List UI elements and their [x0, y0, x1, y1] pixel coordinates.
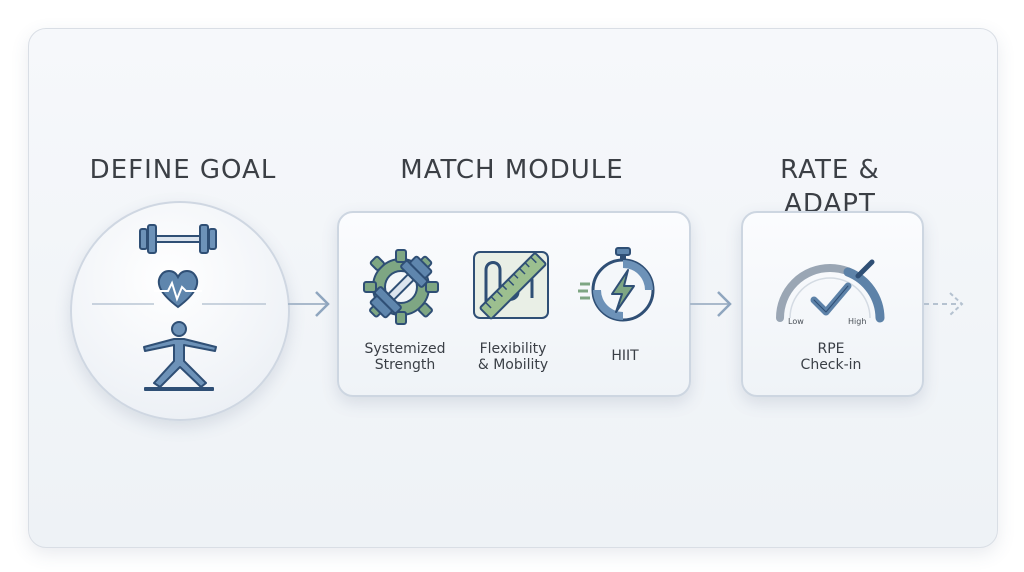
- stopwatch-lightning-icon: [578, 247, 655, 322]
- ruler-stretch-icon: [473, 251, 549, 320]
- dumbbell-icon: [139, 224, 217, 254]
- step-heading-define-goal: DEFINE GOAL: [89, 155, 277, 185]
- rpe-gauge-icon: [776, 259, 885, 323]
- flow-arrow-2: [690, 291, 732, 317]
- goal-icons-group: [92, 224, 266, 391]
- flow-arrow-1: [288, 291, 330, 317]
- flow-arrow-3-dashed: [924, 292, 964, 316]
- rpe-label-line1: RPE: [817, 341, 845, 357]
- yoga-pose-icon: [143, 321, 217, 391]
- module-label-systemized-strength: Systemized Strength: [355, 341, 455, 373]
- rpe-checkin-label: RPE Check-in: [772, 341, 890, 373]
- gauge-high-label: High: [848, 317, 867, 326]
- module-label-hiit: HIIT: [580, 348, 670, 364]
- heart-pulse-icon: [154, 270, 202, 309]
- rpe-label-line2: Check-in: [800, 357, 862, 373]
- module-label-line1: HIIT: [611, 348, 639, 364]
- step-heading-match-module: MATCH MODULE: [400, 155, 624, 185]
- module-label-line2: & Mobility: [477, 357, 549, 373]
- module-label-line1: Flexibility: [479, 341, 547, 357]
- module-label-line1: Systemized: [364, 341, 446, 357]
- step-heading-rate-adapt: RATE & ADAPT: [780, 155, 880, 219]
- module-label-flexibility-mobility: Flexibility & Mobility: [463, 341, 563, 373]
- dumbbell-gear-icon: [363, 249, 439, 325]
- module-label-line2: Strength: [374, 357, 436, 373]
- gauge-low-label: Low: [788, 317, 804, 326]
